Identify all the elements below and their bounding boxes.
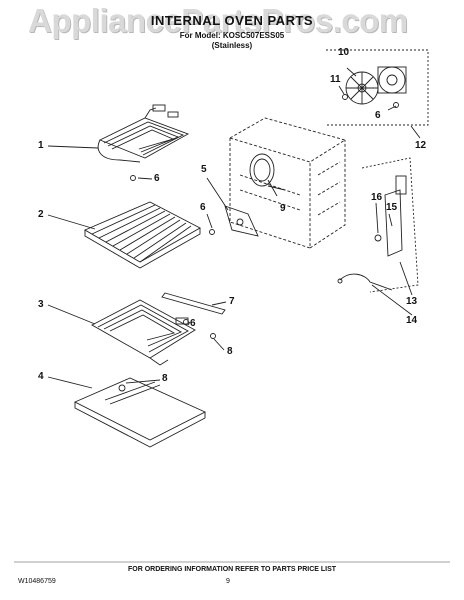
callout-6a: 6 (154, 173, 160, 184)
leader-2 (47, 214, 96, 230)
leader-5 (206, 177, 229, 211)
leader-6a (137, 177, 153, 180)
oven-rack (84, 201, 201, 269)
callout-6c: 6 (200, 202, 206, 213)
callout-14: 14 (406, 315, 418, 326)
model-line: For Model: KOSC507ESS05 (179, 31, 285, 40)
callout-9: 9 (280, 203, 286, 214)
element-bracket (161, 292, 226, 315)
leader-14 (371, 284, 413, 316)
leader-13 (399, 261, 413, 296)
leader-7 (211, 301, 227, 306)
grommet-16 (374, 234, 382, 242)
diagram-title: INTERNAL OVEN PARTS (150, 13, 314, 28)
page-number: 9 (226, 578, 230, 585)
callout-16: 16 (371, 192, 383, 203)
fan-assembly-frame (326, 49, 429, 126)
watermark-logo: AppliancePartsPros.com (28, 2, 408, 39)
fan-gasket (249, 153, 286, 191)
leader-3 (47, 304, 96, 325)
leader-9 (267, 179, 278, 197)
finish-line: (Stainless) (211, 41, 253, 50)
callout-4: 4 (38, 371, 44, 382)
leader-15 (388, 213, 393, 227)
callout-2: 2 (38, 209, 44, 220)
callout-11: 11 (330, 74, 341, 85)
fan-nut (342, 94, 348, 100)
screw-6b (183, 319, 189, 325)
callout-3: 3 (38, 299, 44, 310)
callout-1: 1 (38, 140, 44, 151)
ordering-note: FOR ORDERING INFORMATION REFER TO PARTS … (127, 566, 337, 573)
leader-8b (125, 379, 161, 384)
callout-8b: 8 (162, 373, 168, 384)
leader-6d (387, 105, 397, 111)
leader-10 (346, 67, 357, 77)
screw-6d (393, 102, 399, 108)
oven-cavity (228, 117, 347, 249)
callout-5: 5 (201, 164, 207, 175)
leader-8a (213, 338, 225, 351)
leader-16 (375, 202, 379, 234)
fan-motor (377, 66, 407, 94)
callout-6b: 6 (190, 318, 196, 329)
convection-fan-cover (224, 205, 259, 237)
leader-1 (47, 145, 99, 149)
temperature-sensor (337, 273, 393, 291)
callout-10: 10 (338, 47, 350, 58)
leader-12 (410, 125, 421, 139)
callout-7: 7 (229, 296, 235, 307)
leader-6c (206, 213, 213, 229)
screw-1 (130, 175, 136, 181)
bottom-tray (73, 377, 207, 448)
leader-11 (338, 85, 345, 95)
callout-12: 12 (415, 140, 427, 151)
leader-6b (187, 321, 191, 326)
callout-6d: 6 (375, 110, 381, 121)
document-number: W10486759 (18, 578, 56, 585)
fan-blade (345, 71, 379, 105)
screw-8a (210, 333, 216, 339)
callout-8a: 8 (227, 346, 233, 357)
broil-element-lower (91, 299, 196, 366)
leader-4 (47, 376, 93, 389)
temperature-sensor-bracket (384, 175, 407, 257)
side-panel (361, 157, 419, 293)
callout-13: 13 (406, 296, 418, 307)
bake-element-upper (97, 104, 190, 163)
screw-6c (209, 229, 215, 235)
callout-15: 15 (386, 202, 398, 213)
